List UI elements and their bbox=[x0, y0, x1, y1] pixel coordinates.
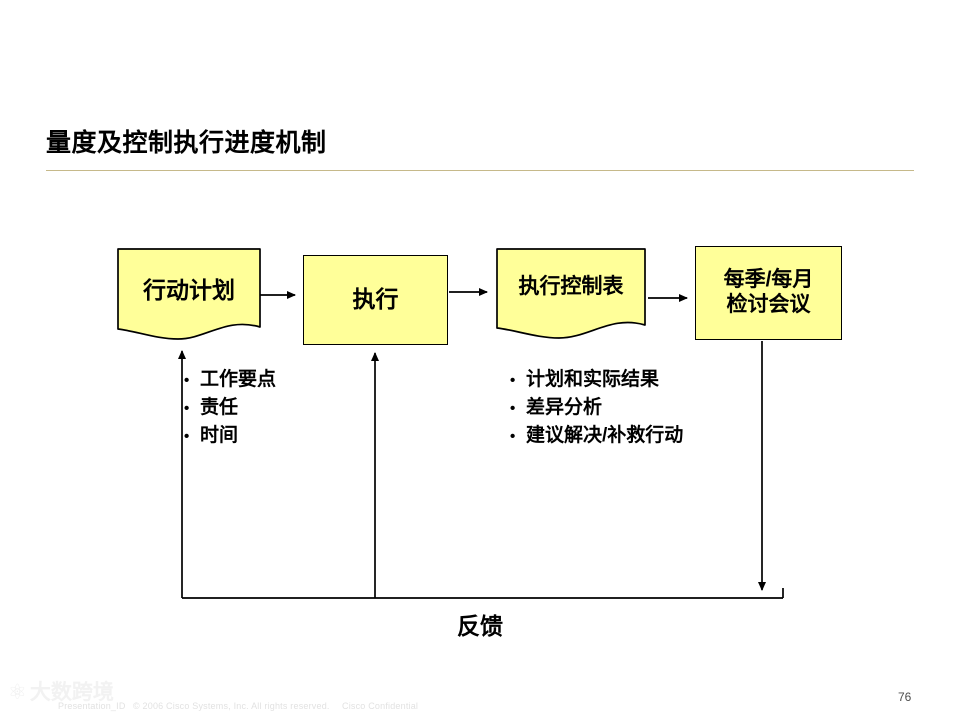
diagram-node-action-plan-label: 行动计划 bbox=[143, 277, 235, 303]
list-item-label: 计划和实际结果 bbox=[526, 369, 660, 390]
diagram-node-review-meeting-label-line1: 每季/每月 bbox=[723, 268, 814, 292]
list-item-label: 责任 bbox=[200, 396, 239, 418]
list-item: • 计划和实际结果 bbox=[510, 366, 683, 394]
diagram-node-review-meeting[interactable]: 每季/每月 检讨会议 bbox=[695, 246, 842, 340]
bullet-icon: • bbox=[184, 372, 190, 389]
diagram-node-action-plan[interactable]: 行动计划 bbox=[116, 247, 262, 343]
bullet-list-control-sheet: • 计划和实际结果 • 差异分析 • 建议解决/补救行动 bbox=[510, 366, 683, 450]
title-divider bbox=[46, 170, 914, 171]
watermark: ⚛ 大数跨境 bbox=[8, 682, 114, 703]
watermark-label: 大数跨境 bbox=[29, 681, 114, 704]
slide-footer: Presentation_ID © 2006 Cisco Systems, In… bbox=[0, 676, 960, 720]
diagram-node-control-sheet-label: 执行控制表 bbox=[518, 275, 624, 298]
list-item: • 建议解决/补救行动 bbox=[510, 422, 683, 450]
diagram-node-control-sheet[interactable]: 执行控制表 bbox=[495, 247, 647, 343]
list-item-label: 时间 bbox=[200, 424, 239, 446]
footer-confidential: Cisco Confidential bbox=[342, 701, 419, 711]
bullet-icon: • bbox=[184, 427, 190, 445]
bullet-icon: • bbox=[510, 399, 516, 417]
diagram-node-execute-label: 执行 bbox=[352, 286, 399, 313]
diagram-node-execute[interactable]: 执行 bbox=[303, 255, 448, 345]
footer-presentation-id: Presentation_ID bbox=[58, 701, 126, 711]
list-item-label: 建议解决/补救行动 bbox=[526, 424, 684, 446]
feedback-loop-label: 反馈 bbox=[457, 613, 503, 639]
list-item-label: 差异分析 bbox=[526, 396, 603, 418]
list-item: • 工作要点 bbox=[184, 366, 276, 394]
page-number: 76 bbox=[898, 690, 912, 704]
bullet-icon: • bbox=[184, 399, 190, 417]
list-item: • 差异分析 bbox=[510, 394, 683, 422]
diagram-node-review-meeting-label-line2: 检讨会议 bbox=[726, 293, 811, 316]
bullet-list-action-plan: • 工作要点 • 责任 • 时间 bbox=[184, 366, 276, 450]
bullet-icon: • bbox=[510, 427, 516, 445]
watermark-logo-icon: ⚛ bbox=[8, 681, 27, 704]
bullet-icon: • bbox=[510, 372, 516, 389]
page-title: 量度及控制执行进度机制 bbox=[46, 129, 327, 157]
list-item-label: 工作要点 bbox=[200, 369, 277, 390]
list-item: • 时间 bbox=[184, 422, 276, 450]
footer-copyright: © 2006 Cisco Systems, Inc. All rights re… bbox=[133, 701, 330, 711]
list-item: • 责任 bbox=[184, 394, 276, 422]
